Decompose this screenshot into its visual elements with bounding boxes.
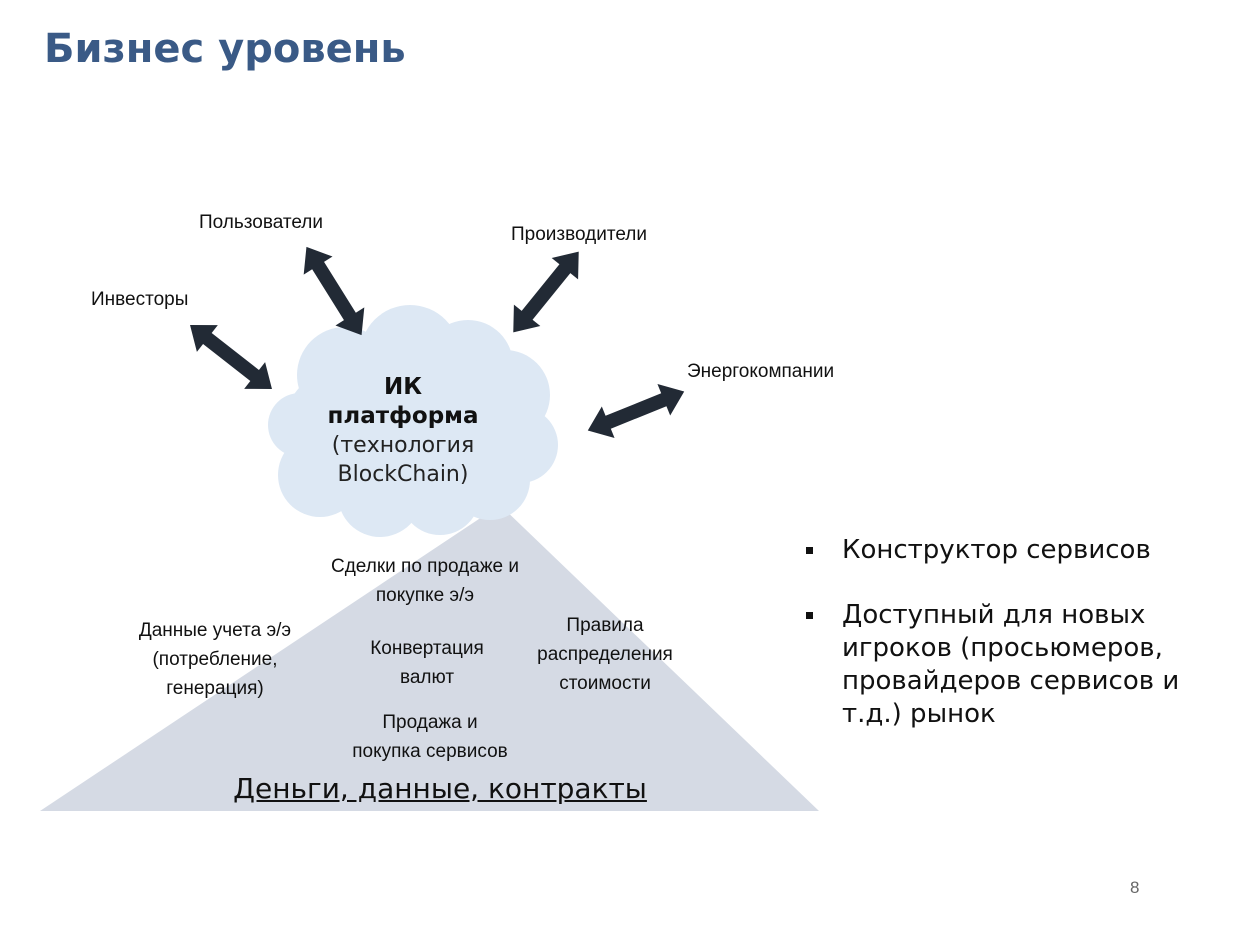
item-conversion-line: Конвертация [370, 638, 484, 659]
page-number: 8 [1130, 878, 1140, 897]
item-deals: Сделки по продаже и покупке э/э [305, 552, 545, 610]
item-deals-line: покупке э/э [375, 585, 475, 606]
slide-title: Бизнес уровень [44, 26, 406, 72]
platform-line-3: (технология [331, 433, 475, 458]
arrow-energy [581, 375, 691, 447]
cloud-shape [268, 305, 558, 537]
item-metering-line: Данные учета э/э [138, 620, 292, 641]
bullet-item: Конструктор сервисов [800, 534, 1230, 567]
bullet-text: провайдеров сервисов и [842, 666, 1180, 696]
item-metering: Данные учета э/э (потребление, генерация… [100, 616, 330, 703]
actor-investors: Инвесторы [91, 289, 189, 310]
arrow-investors [179, 311, 283, 403]
triangle-base-label: Деньги, данные, контракты [233, 772, 647, 805]
item-services-line: Продажа и [382, 712, 478, 733]
bullet-text: игроков (просьюмеров, [842, 633, 1163, 663]
item-services: Продажа и покупка сервисов [325, 708, 535, 766]
platform-label: ИК платформа (технология BlockChain) [283, 373, 523, 489]
bullet-text: Конструктор сервисов [842, 535, 1151, 565]
bullet-list: Конструктор сервисов Доступный для новых… [800, 534, 1230, 763]
item-rules: Правила распределения стоимости [515, 611, 695, 698]
actor-producers: Производители [511, 224, 647, 245]
bullet-text: т.д.) рынок [842, 699, 996, 729]
bullet-square-icon [806, 547, 813, 554]
triangle-base [40, 505, 819, 811]
item-rules-line: Правила [566, 615, 644, 636]
bullet-item: Доступный для новых игроков (просьюмеров… [800, 599, 1230, 731]
item-conversion: Конвертация валют [337, 634, 517, 692]
actor-users: Пользователи [199, 212, 324, 233]
arrow-producers [500, 240, 592, 344]
bullet-text: Доступный для новых [842, 600, 1146, 630]
item-conversion-line: валют [399, 667, 455, 688]
arrow-users [292, 237, 376, 345]
item-metering-line: генерация) [166, 678, 264, 699]
platform-line-2: платформа [327, 403, 479, 429]
bullet-square-icon [806, 612, 813, 619]
actor-energy: Энергокомпании [687, 361, 835, 382]
item-deals-line: Сделки по продаже и [331, 556, 519, 577]
item-rules-line: стоимости [559, 673, 651, 694]
item-rules-line: распределения [537, 644, 673, 665]
item-metering-line: (потребление, [152, 649, 278, 670]
item-services-line: покупка сервисов [352, 741, 508, 762]
platform-line-4: BlockChain) [337, 462, 469, 487]
platform-line-1: ИК [383, 374, 423, 400]
